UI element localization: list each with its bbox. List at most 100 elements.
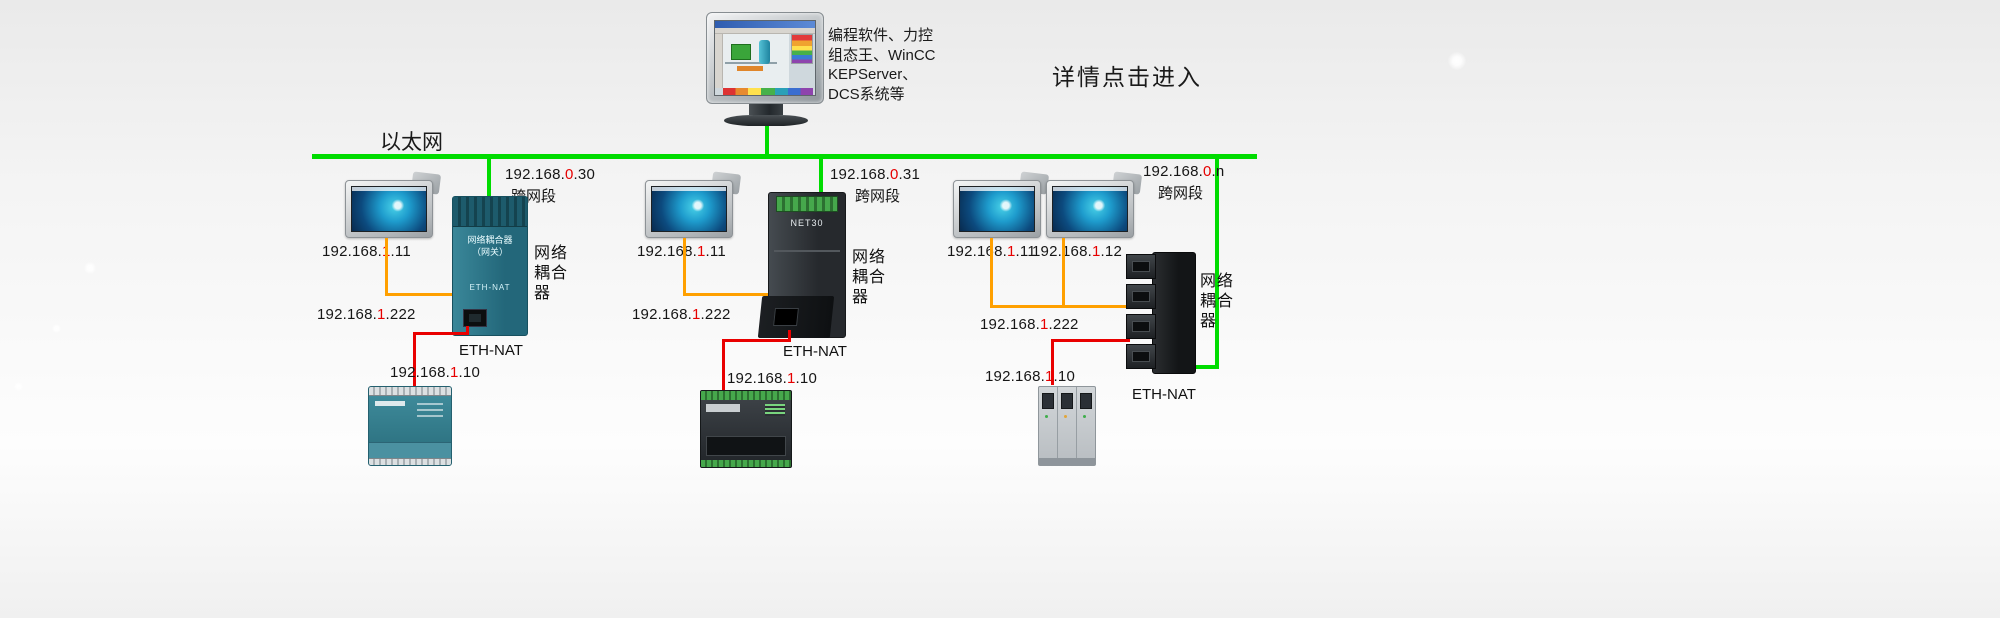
hmi-touch-panel bbox=[645, 171, 742, 238]
sparkle-decoration bbox=[52, 324, 61, 333]
ip-prefix: 192.168. bbox=[317, 306, 377, 323]
plc-faceplate bbox=[369, 396, 451, 442]
monitor-stand-base bbox=[724, 115, 808, 126]
plc-wire-group1 bbox=[466, 326, 469, 335]
plc-device bbox=[700, 390, 792, 468]
coupler-seam bbox=[774, 250, 840, 252]
plc-wire-group3 bbox=[1051, 339, 1054, 385]
details-enter-link[interactable]: 详情点击进入 bbox=[1052, 64, 1202, 90]
hmi-wire-group2 bbox=[683, 238, 686, 296]
sparkle-decoration bbox=[84, 262, 96, 274]
plc-door bbox=[369, 442, 451, 458]
plc-brand-badge bbox=[375, 401, 405, 406]
ethernet-port bbox=[1126, 254, 1156, 279]
hmi-screen bbox=[1052, 186, 1128, 232]
coupler-vents bbox=[453, 197, 527, 227]
ip-prefix: 192.168. bbox=[322, 243, 382, 260]
ip-highlight: 1 bbox=[450, 364, 459, 381]
hmi-frame bbox=[1046, 180, 1134, 238]
monitor-caption: 编程软件、力控 组态王、WinCC KEPServer、 DCS系统等 bbox=[828, 26, 938, 104]
plc-terminal-row bbox=[369, 458, 451, 465]
monitor-stand-neck bbox=[749, 104, 783, 115]
ip-highlight: 1 bbox=[692, 306, 701, 323]
coupler-terminal-block bbox=[776, 196, 838, 212]
ip-highlight: 1 bbox=[1045, 368, 1054, 385]
plc-brand-badge bbox=[706, 404, 740, 412]
ip-highlight: 1 bbox=[787, 370, 796, 387]
ip-suffix: .30 bbox=[573, 166, 595, 183]
plc-device bbox=[368, 386, 452, 466]
sparkle-decoration bbox=[1448, 52, 1466, 70]
plc-status-led bbox=[1064, 415, 1067, 418]
ip-highlight: 1 bbox=[1007, 243, 1016, 260]
hmi-screen bbox=[351, 186, 427, 232]
scada-color-strip bbox=[723, 88, 813, 95]
monitor-caption-line: 编程软件、力控 bbox=[828, 27, 934, 44]
ip-suffix: .222 bbox=[700, 306, 731, 323]
coupler-face-text: 网络耦合器 bbox=[467, 235, 513, 245]
hmi-screen bbox=[651, 186, 727, 232]
coupler-face-text: （网关） bbox=[471, 247, 508, 257]
hmi-frame bbox=[645, 180, 733, 238]
coupler-lan-ip-group3: 192.168.1.222 bbox=[980, 316, 1079, 333]
hmi-wire-group2 bbox=[683, 293, 768, 296]
ip-suffix: .10 bbox=[458, 364, 480, 381]
monitor-caption-line: KEPServer、 bbox=[828, 66, 918, 83]
ip-prefix: 192.168. bbox=[947, 243, 1007, 260]
ethernet-port bbox=[463, 309, 487, 327]
ip-prefix: 192.168. bbox=[1032, 243, 1092, 260]
plc-faceplate bbox=[701, 400, 791, 460]
plc-led-rows bbox=[765, 404, 785, 416]
scada-toolbox bbox=[715, 34, 723, 88]
monitor-frame bbox=[706, 12, 824, 104]
sparkle-decoration bbox=[14, 382, 23, 391]
ip-prefix: 192.168. bbox=[1143, 163, 1203, 180]
monitor-caption-line: 组态王、WinCC bbox=[828, 46, 936, 64]
ip-suffix: .10 bbox=[795, 370, 817, 387]
ip-highlight: 1 bbox=[377, 306, 386, 323]
hmi-screen bbox=[959, 186, 1035, 232]
ip-suffix: .222 bbox=[1048, 316, 1079, 333]
ethernet-label: 以太网 bbox=[380, 131, 443, 154]
eth-nat-coupler: 网络耦合器 （网关） ETH-NAT bbox=[452, 196, 528, 336]
hmi-ip-group1: 192.168.1.11 bbox=[322, 243, 411, 260]
plc-status-led bbox=[1045, 415, 1048, 418]
monitor-caption-line: DCS系统等 bbox=[828, 85, 905, 103]
hmi-wire-group1 bbox=[385, 238, 388, 296]
scada-color-palette bbox=[791, 34, 813, 64]
plc-ip-group2: 192.168.1.10 bbox=[727, 370, 817, 387]
ip-prefix: 192.168. bbox=[632, 306, 692, 323]
hmi-wire-group1 bbox=[385, 293, 455, 296]
coupler-model-label-group1: ETH-NAT bbox=[459, 342, 523, 359]
ip-suffix: .31 bbox=[898, 166, 920, 183]
hmi-frame bbox=[345, 180, 433, 238]
plc-wire-group2 bbox=[722, 339, 725, 391]
plc-ip-group3: 192.168.1.10 bbox=[985, 368, 1075, 385]
coupler-face-text: NET30 bbox=[790, 218, 824, 228]
ip-highlight: 0 bbox=[565, 166, 574, 183]
hmi-wire-group3 bbox=[1062, 238, 1065, 308]
plc-wire-group2 bbox=[788, 330, 791, 342]
ip-highlight: 1 bbox=[1092, 243, 1101, 260]
port-slot bbox=[1132, 291, 1150, 302]
ip-highlight: 1 bbox=[1040, 316, 1049, 333]
coupler-port-section bbox=[757, 296, 835, 338]
ip-suffix: .n bbox=[1211, 163, 1225, 180]
coupler-uplink-line-group3 bbox=[1215, 159, 1219, 369]
monitor-screen bbox=[714, 20, 816, 96]
plc-module-window bbox=[1061, 393, 1073, 409]
coupler-role-label-group1: 网络耦合器 bbox=[534, 245, 569, 302]
coupler-role-label-group3: 网络耦合器 bbox=[1200, 273, 1235, 330]
hmi-touch-panel bbox=[953, 171, 1050, 238]
scada-vessel-shape bbox=[759, 40, 770, 64]
ip-suffix: .222 bbox=[385, 306, 416, 323]
ip-suffix: .11 bbox=[390, 243, 411, 260]
coupler-model-label-group3: ETH-NAT bbox=[1132, 386, 1196, 403]
ip-suffix: .10 bbox=[1053, 368, 1075, 385]
coupler-role-label-group2: 网络耦合器 bbox=[852, 249, 887, 306]
coupler-uplink-line-group2 bbox=[819, 159, 823, 192]
ip-prefix: 192.168. bbox=[980, 316, 1040, 333]
eth-nat-coupler bbox=[1126, 252, 1196, 374]
scada-window-menubar bbox=[715, 28, 815, 34]
port-slot bbox=[1132, 321, 1150, 332]
